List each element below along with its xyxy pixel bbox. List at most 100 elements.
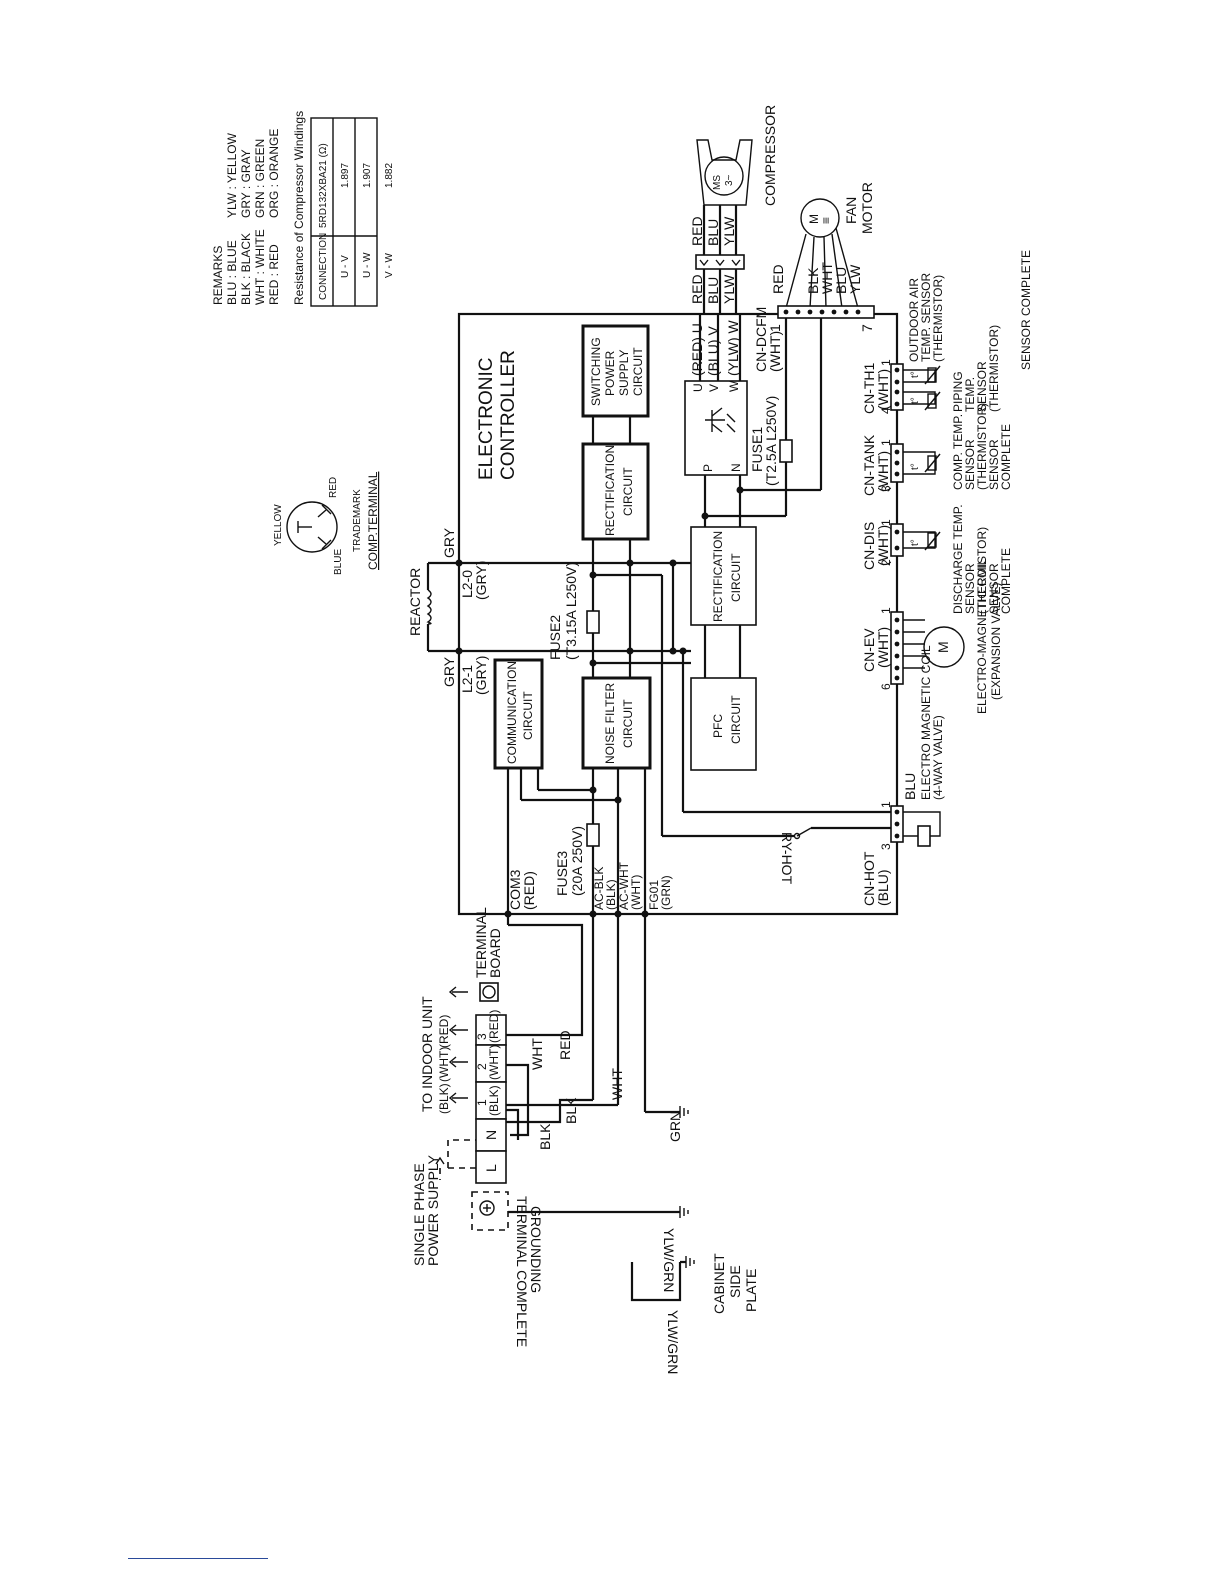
ground-symbol-icon	[679, 1106, 689, 1118]
hot-wire: BLU	[902, 773, 918, 800]
remarks-color: GRY : GRAY	[239, 149, 253, 218]
connector-pin: 3	[879, 485, 893, 492]
sensor-label: SENSOR	[987, 439, 1001, 490]
sensor-label: TEMP.	[963, 377, 977, 412]
block-label: CIRCUIT	[621, 467, 635, 516]
sensor-label: (THERMISTOR)	[975, 403, 989, 490]
sensor-label: COMP. TEMP.	[951, 414, 965, 490]
device-label: ELECTRO-MAGNETIC COIL	[975, 558, 989, 714]
fan-motor-symbol: M	[807, 214, 821, 224]
reactor-coil-icon	[426, 589, 432, 625]
remarks-panel: REMARKS BLU : BLUE BLK : BLACK WHT : WHI…	[211, 111, 395, 307]
wire-label: RED	[557, 1030, 573, 1060]
compressor-wire: BLU	[705, 277, 721, 304]
relay-label: RY-HOT	[779, 832, 795, 885]
cabinet-ylw-grn: YLW/GRN	[665, 1310, 681, 1374]
to-indoor-label: TO INDOOR UNIT	[419, 996, 435, 1112]
table-cell: 1.897	[340, 163, 351, 188]
fuse-label: (20A 250V)	[569, 826, 585, 896]
transistor-icon	[705, 407, 736, 433]
indoor-color: (BLK)	[437, 1083, 451, 1114]
indoor-color: (WHT)	[437, 1047, 451, 1082]
power-label: (WHT)	[629, 875, 643, 910]
inverter-terminal: W	[727, 380, 741, 392]
remarks-color: ORG : ORANGE	[267, 129, 281, 218]
wire-label: BLK	[537, 1123, 553, 1150]
controller-title: CONTROLLER	[498, 350, 519, 480]
fan-motor-title: MOTOR	[859, 182, 875, 234]
grounding-terminal-box	[471, 1191, 509, 1231]
compressor-motor-icon	[704, 156, 744, 196]
connector-name: CN-TANK	[861, 434, 877, 496]
cn-ev-connector	[890, 611, 904, 685]
comp-terminal-label: YELLOW	[273, 504, 284, 546]
reactor-label: GRY	[441, 527, 457, 558]
sensor-label: COMPLETE	[999, 424, 1013, 490]
block-label: CIRCUIT	[729, 695, 743, 744]
compressor-terminal: (YLW) W	[725, 319, 741, 376]
terminal-board-title: BOARD	[487, 928, 503, 978]
compressor-symbol: MS	[712, 175, 723, 190]
connector-pin: 4	[879, 407, 893, 414]
reactor-title: REACTOR	[407, 568, 423, 636]
fuse3-icon	[586, 823, 600, 847]
ground-symbol-icon	[679, 1206, 689, 1218]
grounding-label: GROUNDING	[528, 1206, 544, 1293]
block-label: NOISE FILTER	[603, 683, 617, 764]
footer-rule	[128, 1558, 268, 1559]
sensor-label: (THERMISTOR)	[931, 275, 945, 362]
fuse2-icon	[586, 610, 600, 634]
sensor-label: SENSOR	[987, 563, 1001, 614]
four-way-valve-coil-icon	[917, 825, 931, 847]
cn-hot: BLU ELECTRO MAGNETIC COIL (4-WAY VALVE) …	[779, 645, 945, 906]
wire-label: WHT	[529, 1038, 545, 1070]
remarks-color: YLW : YELLOW	[225, 132, 239, 218]
connector-pin: 1	[879, 607, 893, 614]
comp-terminal-circle	[286, 501, 338, 553]
connector-name: CN-HOT	[861, 851, 877, 906]
block-label: CIRCUIT	[621, 699, 635, 748]
table-cell: U - V	[340, 255, 351, 278]
block-label: RECTIFICATION	[603, 445, 617, 536]
connector-name: CN-DIS	[861, 522, 877, 570]
fan-pin: 1	[767, 324, 783, 332]
connector-name: (WHT)	[875, 451, 891, 492]
switching-power-block	[581, 324, 650, 418]
sensor-label: SENSOR	[963, 563, 977, 614]
ylw-grn-label: YLW/GRN	[661, 1228, 677, 1292]
fuse-label: FUSE1	[749, 427, 765, 472]
cn-ev: M CN-EV (WHT) 1 6 ELECTRO-MAGNETIC COIL …	[861, 558, 1003, 714]
fuse-label: (T3.15A L250V)	[563, 562, 579, 660]
connector-pin: 1	[879, 359, 893, 366]
connector-name: CN-TH1	[861, 362, 877, 414]
fan-connector-label: (WHT)	[767, 331, 783, 372]
connector-pin: 1	[879, 801, 893, 808]
compressor: MS 3~ COMPRESSOR RED BLU YLW RED BLU YLW…	[689, 105, 778, 376]
remarks-color: RED : RED	[267, 244, 281, 305]
sensor-label: SENSOR	[963, 439, 977, 490]
block-label: COMMUNICATION	[505, 661, 519, 764]
thermistor-mark: t°	[910, 397, 921, 404]
fan-wire: WHT	[819, 262, 835, 294]
fuse-label: (T2.5A L250V)	[763, 396, 779, 486]
reactor-terminal: L2-0	[459, 570, 475, 598]
sensor-complete-label: SENSOR COMPLETE	[1019, 250, 1033, 370]
fuse-label: FUSE2	[547, 615, 563, 660]
device-label: ELECTRO MAGNETIC COIL	[919, 645, 933, 800]
remarks-title: REMARKS	[211, 246, 225, 305]
cn-dcfm-connector	[777, 305, 875, 319]
rectification-block-2	[690, 526, 757, 626]
table-cell: 1.882	[384, 163, 395, 188]
thermistor-mark: t°	[910, 371, 921, 378]
connector-pin: 1	[879, 439, 893, 446]
reactor-terminal: (GRY)	[473, 561, 489, 600]
sensor-label: PIPING	[951, 371, 965, 412]
terminal-board-title: TERMINAL	[473, 907, 489, 978]
cn-th1: t° t° CN-TH1 (WHT) 1 4 OUTDOOR AIR TEMP.…	[861, 273, 1001, 414]
terminal-board: 3 (RED) 2 (WHT) 1 (BLK) N L TO INDOOR UN…	[411, 907, 689, 1347]
sensor-label: (THERMISTOR)	[975, 527, 989, 614]
resistance-table	[310, 117, 378, 307]
compressor-wire: BLU	[705, 219, 721, 246]
block-label: RECTIFICATION	[711, 531, 725, 622]
